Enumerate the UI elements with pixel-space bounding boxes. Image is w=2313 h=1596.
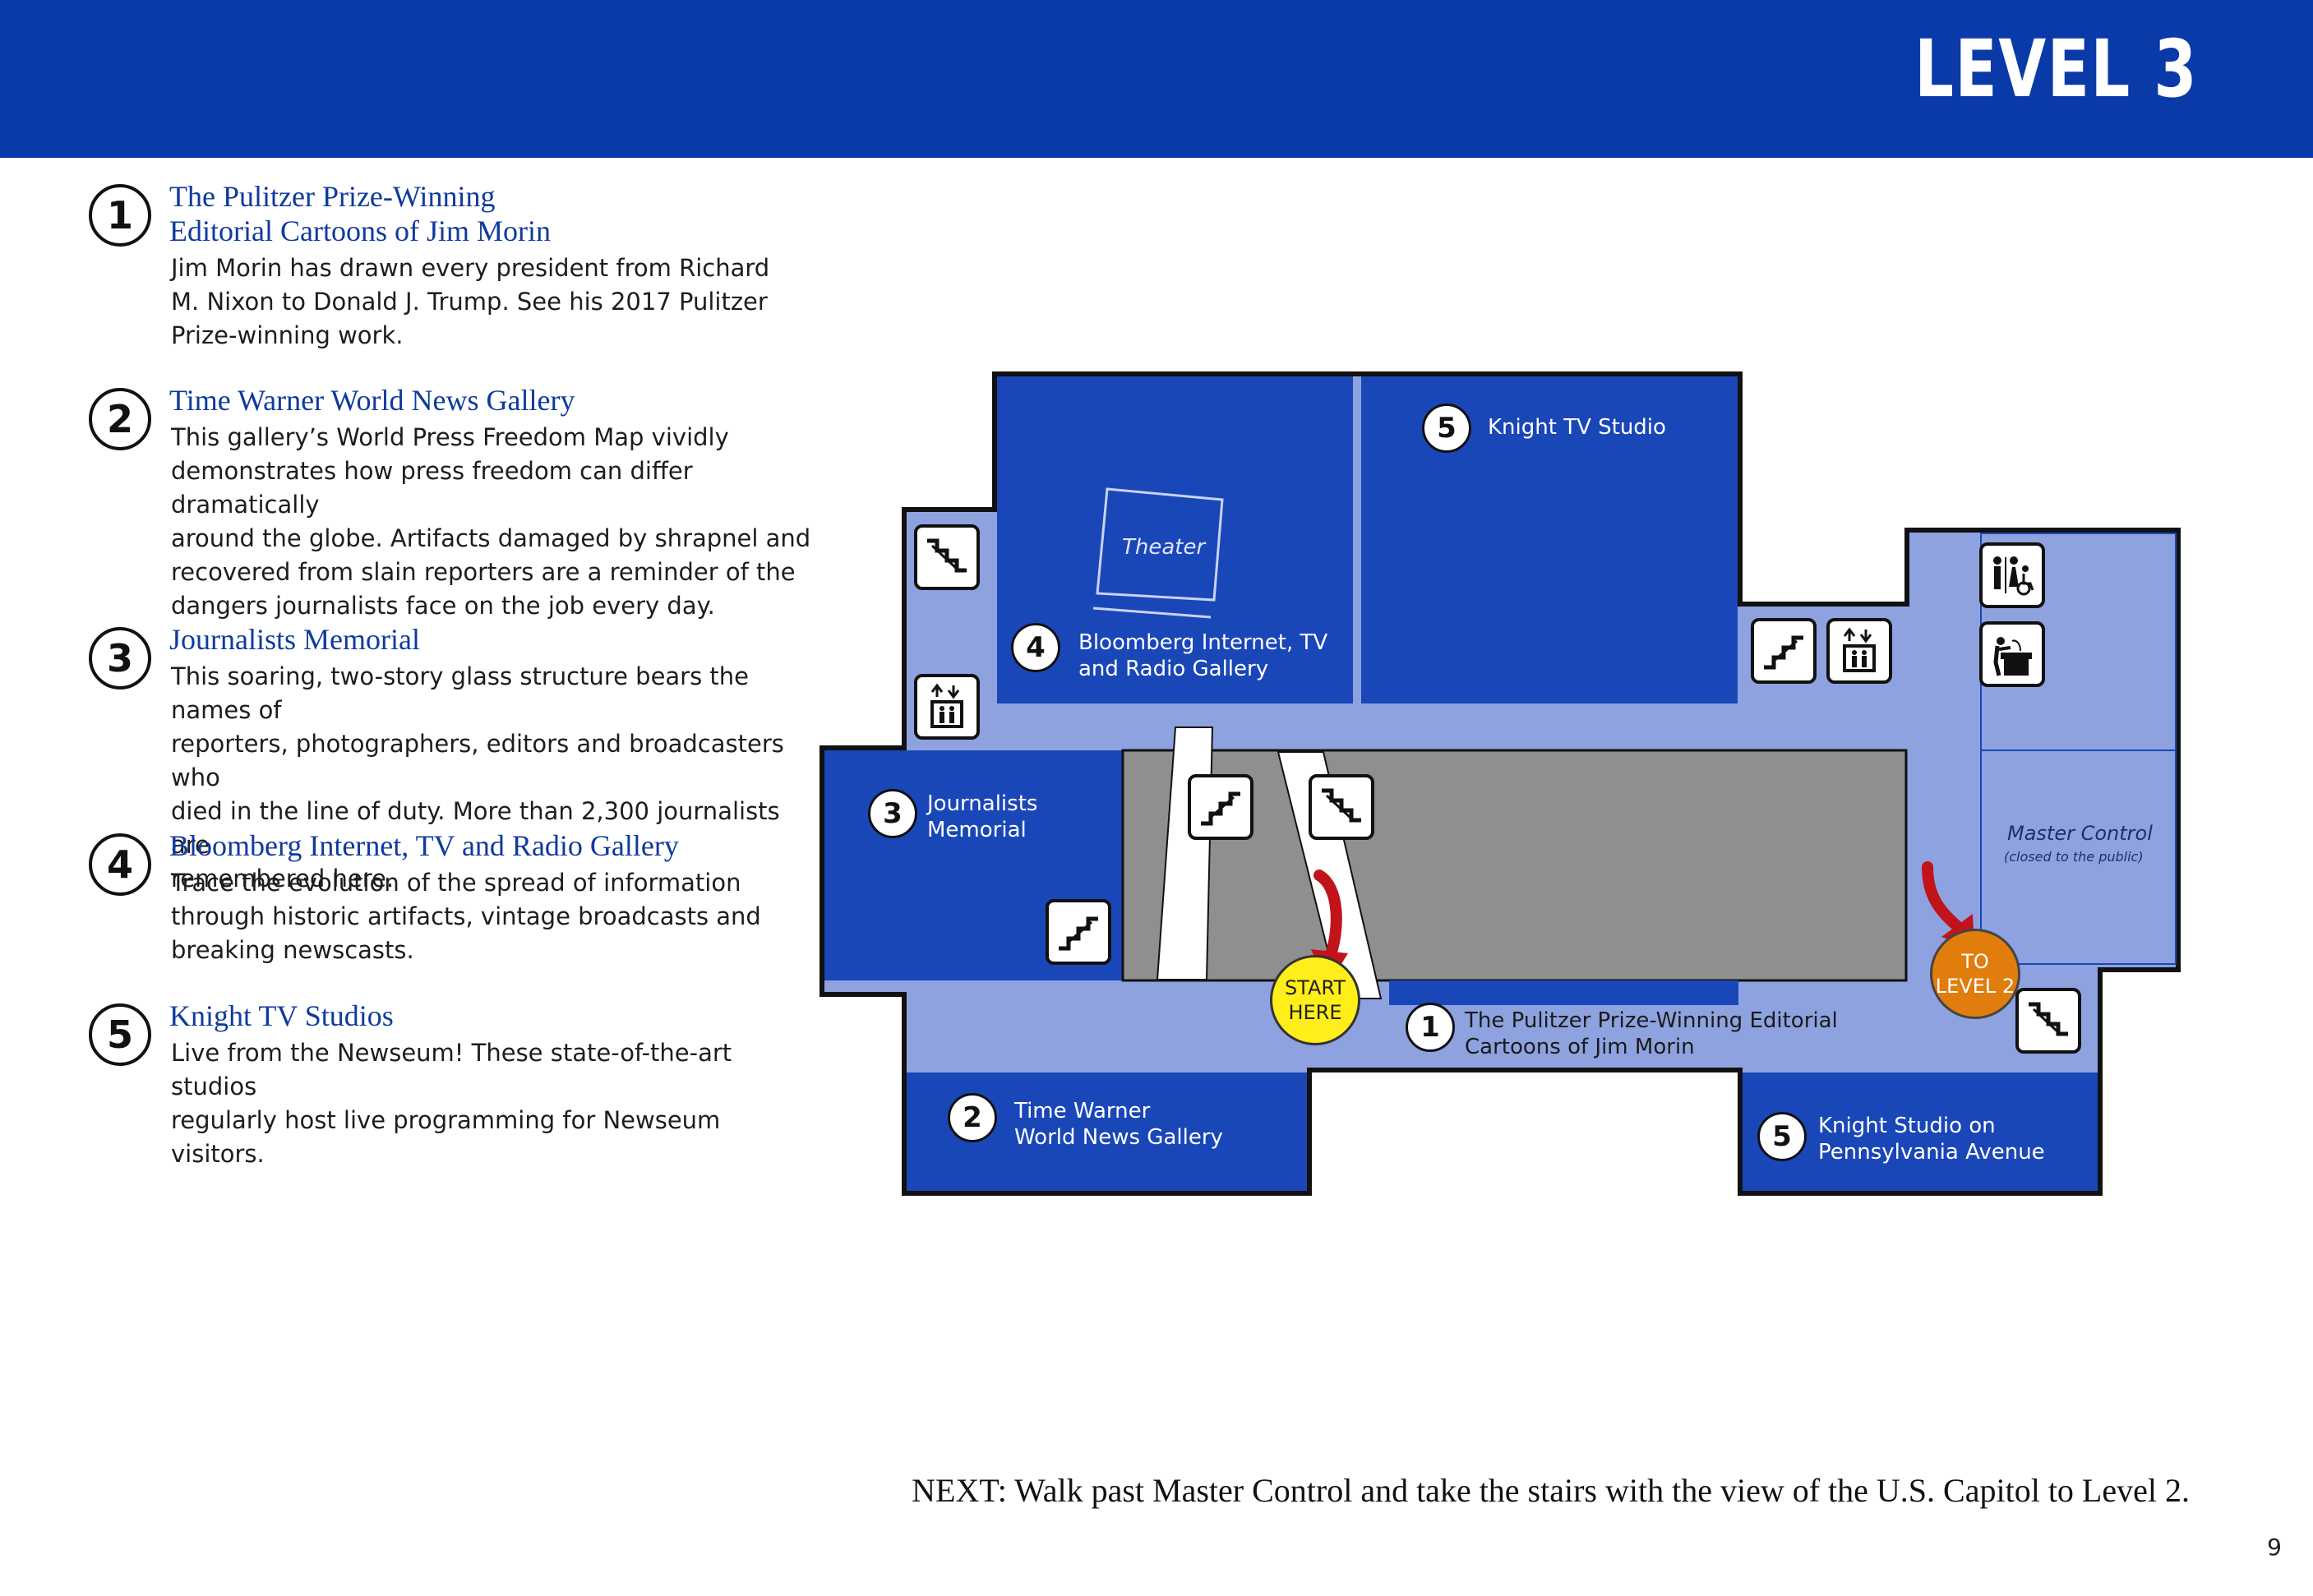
legend-item-1: 1 The Pulitzer Prize-Winning Editorial C… — [89, 179, 796, 360]
label-line: Bloomberg Internet, TV — [1078, 630, 1328, 655]
desc-line: dangers journalists face on the job ever… — [171, 592, 715, 620]
legend-number: 4 — [89, 833, 151, 896]
label-line: Time Warner — [1014, 1099, 1151, 1123]
legend-title-line: Editorial Cartoons of Jim Morin — [169, 214, 551, 247]
label-line: Memorial — [927, 818, 1027, 842]
legend-item-4: 4 Bloomberg Internet, TV and Radio Galle… — [89, 828, 796, 976]
map-marker-3: 3 — [868, 789, 917, 838]
map-marker-5b: 5 — [1757, 1112, 1807, 1161]
desc-line: around the globe. Artifacts damaged by s… — [171, 524, 811, 552]
label-knight-studio-penn: Knight Studio on Pennsylvania Avenue — [1818, 1113, 2045, 1165]
legend-number: 5 — [89, 1003, 151, 1066]
map-marker-4: 4 — [1011, 623, 1060, 672]
label-time-warner: Time Warner World News Gallery — [1014, 1098, 1223, 1151]
legend-title-line: The Pulitzer Prize-Winning — [169, 180, 496, 213]
label-line: Pennsylvania Avenue — [1818, 1140, 2045, 1165]
legend-title: Knight TV Studios — [169, 999, 394, 1032]
room-time-warner-part — [907, 1072, 1153, 1191]
stairs-up-icon — [1188, 774, 1253, 840]
next-directions: NEXT: Walk past Master Control and take … — [912, 1472, 2190, 1509]
legend-description: Jim Morin has drawn every president from… — [171, 251, 812, 353]
legend-title: Journalists Memorial — [169, 623, 420, 656]
label-line: and Radio Gallery — [1078, 657, 1269, 681]
floor-map: 5 Knight TV Studio Theater 4 Bloomberg I… — [814, 362, 2195, 1208]
label-knight-tv-studio: Knight TV Studio — [1488, 415, 1666, 440]
page-number: 9 — [2267, 1534, 2282, 1561]
legend-description: Trace the evolution of the spread of inf… — [171, 866, 812, 967]
legend-number: 1 — [89, 184, 151, 247]
to-level2-marker: TO LEVEL 2 — [1930, 929, 2020, 1019]
label-pulitzer: The Pulitzer Prize-Winning Editorial Car… — [1465, 1008, 1838, 1060]
restroom-icon — [1979, 542, 2045, 608]
water-fountain-icon — [1979, 621, 2045, 687]
level-title: LEVEL 3 — [1914, 23, 2198, 115]
legend-title: Time Warner World News Gallery — [169, 384, 575, 417]
label-line: Cartoons of Jim Morin — [1465, 1035, 1695, 1059]
stairs-down-icon — [914, 524, 980, 590]
legend-item-2: 2 Time Warner World News Gallery This ga… — [89, 383, 810, 620]
desc-line: Jim Morin has drawn every president from… — [171, 254, 770, 282]
map-marker-5: 5 — [1422, 404, 1471, 453]
elevator-icon — [914, 674, 980, 740]
desc-line: Trace the evolution of the spread of inf… — [171, 869, 741, 897]
legend-item-5: 5 Knight TV Studios Live from the Newseu… — [89, 999, 796, 1168]
label-line: World News Gallery — [1014, 1125, 1223, 1150]
legend-description: This gallery’s World Press Freedom Map v… — [171, 421, 812, 623]
legend-title: Bloomberg Internet, TV and Radio Gallery — [169, 829, 679, 862]
label-line: Journalists — [927, 791, 1038, 816]
legend-description: Live from the Newseum! These state-of-th… — [171, 1036, 812, 1171]
desc-line: recovered from slain reporters are a rem… — [171, 558, 796, 586]
start-here-line: HERE — [1288, 1001, 1342, 1024]
header-band — [0, 0, 2313, 158]
label-master-control: Master Control — [2007, 822, 2153, 845]
theater-outline — [1096, 487, 1224, 602]
stairs-down-icon — [1309, 774, 1374, 840]
label-master-control-note: (closed to the public) — [2004, 849, 2144, 865]
floor-plan-svg — [819, 371, 2181, 1196]
desc-line: through historic artifacts, vintage broa… — [171, 902, 761, 930]
legend-number: 3 — [89, 627, 151, 690]
map-marker-1: 1 — [1406, 1003, 1455, 1052]
escalator-band — [1277, 751, 1383, 999]
to-level2-line: LEVEL 2 — [1935, 975, 2015, 998]
desc-line: died in the line of duty. More than 2,30… — [171, 797, 780, 859]
desc-line: regularly host live programming for News… — [171, 1106, 721, 1168]
desc-line: M. Nixon to Donald J. Trump. See his 201… — [171, 288, 768, 316]
pulitzer-strip — [1389, 980, 1738, 1005]
legend-title: The Pulitzer Prize-Winning Editorial Car… — [169, 179, 810, 248]
stairs-up-icon — [1751, 618, 1817, 684]
red-arrow-start — [1313, 869, 1342, 963]
label-line: The Pulitzer Prize-Winning Editorial — [1465, 1008, 1838, 1033]
label-journalists-memorial: Journalists Memorial — [927, 791, 1037, 843]
label-bloomberg: Bloomberg Internet, TV and Radio Gallery — [1078, 630, 1327, 682]
desc-line: breaking newscasts. — [171, 936, 414, 964]
label-line: Knight Studio on — [1818, 1114, 1996, 1138]
start-here-marker: START HERE — [1270, 955, 1360, 1045]
legend-number: 2 — [89, 388, 151, 450]
desc-line: Prize-winning work. — [171, 321, 404, 349]
desc-line: Live from the Newseum! These state-of-th… — [171, 1039, 732, 1100]
theater-screen — [1092, 607, 1212, 619]
start-here-line: START — [1284, 976, 1346, 999]
legend-description: This soaring, two-story glass structure … — [171, 660, 812, 896]
desc-line: demonstrates how press freedom can diffe… — [171, 457, 693, 519]
red-arrow-level2 — [1922, 861, 1966, 934]
map-marker-2: 2 — [948, 1093, 997, 1142]
desc-line: This soaring, two-story glass structure … — [171, 662, 750, 724]
desc-line: reporters, photographers, editors and br… — [171, 730, 784, 791]
label-theater: Theater — [1122, 535, 1206, 560]
legend-item-3: 3 Journalists Memorial This soaring, two… — [89, 622, 796, 893]
stairs-down-icon — [2015, 988, 2081, 1054]
to-level2-line: TO — [1961, 950, 1989, 973]
stairs-up-icon — [1046, 899, 1111, 965]
desc-line: This gallery’s World Press Freedom Map v… — [171, 423, 729, 451]
elevator-icon — [1826, 618, 1892, 684]
desc-line: remembered here. — [171, 865, 395, 893]
